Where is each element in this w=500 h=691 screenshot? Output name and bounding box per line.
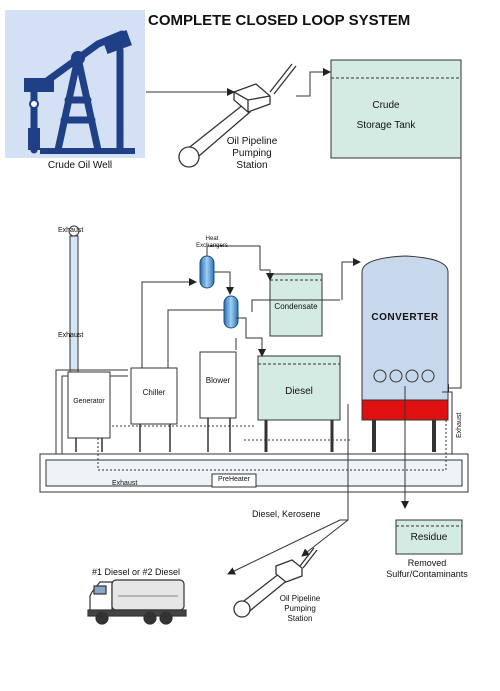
label-pumping-station-bottom: Oil Pipeline Pumping Station [279,594,321,623]
residue-bin [395,519,463,555]
label-exhaust-right: Exhaust [456,412,463,438]
converter-vessel [361,255,449,452]
preheater-box [211,473,257,488]
label-converter: CONVERTER [371,312,439,323]
condensate-tank [269,273,323,337]
label-diesel-grades: #1 Diesel or #2 Diesel [92,567,181,577]
oil-pump-jack-icon [5,10,145,158]
label-exhaust-bottom: Exhaust [112,480,138,487]
label-exhaust-mid: Exhaust [58,332,84,339]
label-residue: Residue [410,532,448,543]
label-condensate: Condensate [274,302,318,311]
label-generator: Generator [73,398,105,405]
label-crude-oil-well: Crude Oil Well [47,160,113,171]
generator-unit [67,371,111,439]
label-exhaust-top: Exhaust [58,227,84,234]
label-diesel: Diesel [285,386,313,397]
blower-unit [199,351,237,419]
label-pumping-station-top: Oil Pipeline Pumping Station [226,136,278,171]
label-crude-storage-tank: Crude Storage Tank [356,100,416,131]
pipeline-pump-icon [178,63,297,168]
diesel-tank [257,355,341,452]
tanker-truck-icon [87,579,187,625]
pipeline-pump-icon-bottom [233,547,318,618]
heat-exchanger-icon [199,255,239,329]
chiller-unit [130,367,178,425]
crude-storage-tank [330,59,462,159]
label-blower: Blower [205,376,231,385]
label-removed: Removed Sulfur/Contaminants [386,558,468,579]
label-diesel-kerosene: Diesel, Kerosene [252,509,321,519]
label-chiller: Chiller [142,388,166,397]
label-preheater: PreHeater [218,476,250,483]
diagram-title: COMPLETE CLOSED LOOP SYSTEM [148,12,411,29]
exhaust-stack [68,225,80,377]
label-heat-exchangers: Heat Exchangers [196,236,228,249]
